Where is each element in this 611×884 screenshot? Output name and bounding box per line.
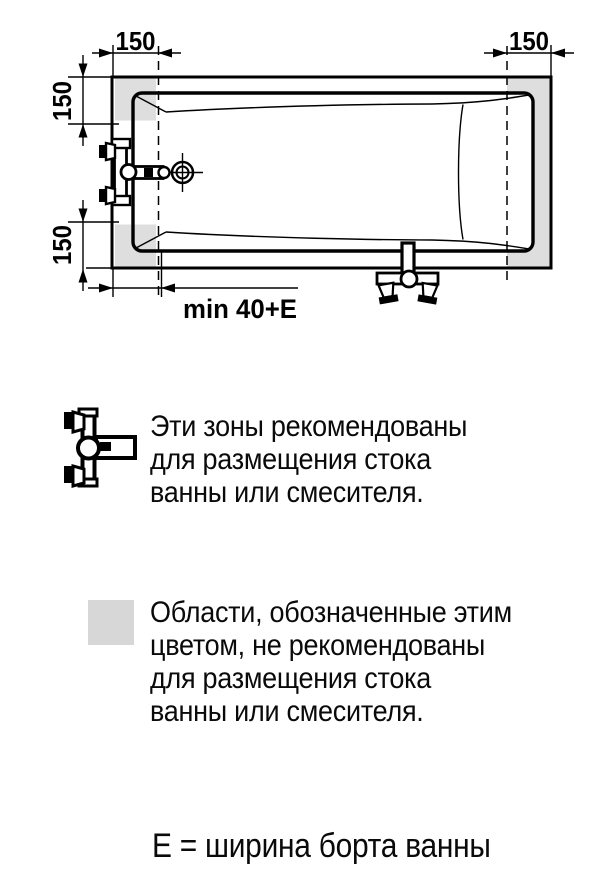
dimension-150-left-lower: 150: [47, 200, 88, 291]
dim-label-top-left: 150: [116, 26, 156, 56]
legend-line: ванны или смесителя.: [150, 695, 424, 728]
bathtub-top-view-diagram: 150 150 150 150 min 40+E: [47, 26, 574, 324]
dimension-150-top-left: 150: [92, 26, 181, 58]
legend-line: Области, обозначенные этим: [150, 596, 512, 629]
dimension-150-top-right: 150: [484, 26, 574, 58]
dim-label-top-right: 150: [509, 26, 549, 56]
dim-label-bottom: min 40+E: [183, 294, 297, 324]
dimension-min40E-bottom: min 40+E: [88, 283, 298, 324]
dim-label-left-upper: 150: [47, 81, 77, 121]
dimension-150-left-upper: 150: [47, 55, 88, 146]
basin-contour: [135, 94, 530, 250]
legend-line: для размещения стока: [150, 662, 431, 695]
legend-line: для размещения стока: [150, 443, 431, 476]
not-recommended-zones-text: Области, обозначенные этим цветом, не ре…: [150, 596, 552, 728]
outer-edge-line: [110, 75, 553, 270]
extension-lines: [68, 45, 552, 297]
recommended-zones-text: Эти зоны рекомендованы для размещения ст…: [150, 410, 502, 509]
wall-mixer-icon: [64, 407, 137, 488]
gray-zone-swatch: [88, 600, 134, 645]
legend-line: цветом, не рекомендованы: [150, 629, 486, 662]
legend-line: Эти зоны рекомендованы: [150, 410, 468, 443]
drain-symbol: [163, 153, 203, 192]
footnote-E-definition: Е = ширина борта ванны: [152, 827, 491, 865]
wall-mixer-symbol: [99, 137, 171, 207]
legend-line: ванны или смесителя.: [150, 476, 424, 509]
deck-mixer-symbol: [375, 241, 440, 305]
not-recommended-zone-top-left: [115, 78, 156, 121]
dim-label-left-lower: 150: [47, 225, 77, 265]
